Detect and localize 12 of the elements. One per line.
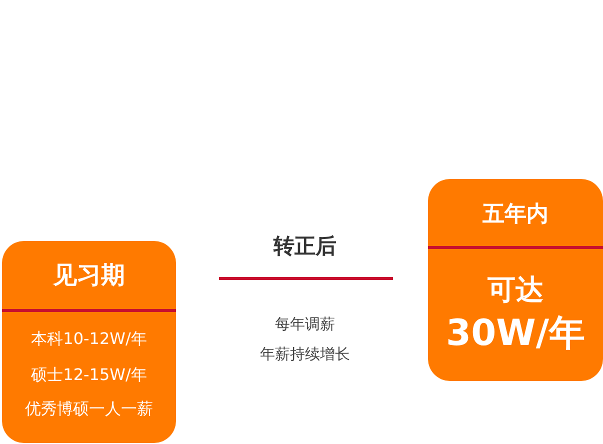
description-text: 每年调薪 <box>274 315 336 334</box>
stage-card <box>428 179 603 381</box>
stage-heading: 见习期 <box>52 260 126 291</box>
stage-card <box>2 241 176 443</box>
description-text: 年薪持续增长 <box>259 345 351 364</box>
stage-heading: 五年内 <box>482 201 550 229</box>
salary-text: 本科10-12W/年 <box>30 329 148 350</box>
salary-text: 优秀博硕一人一薪 <box>24 399 154 420</box>
salary-text: 硕士12-15W/年 <box>30 365 148 386</box>
stage-heading: 转正后 <box>272 233 338 260</box>
salary-text: 30W/年 <box>445 312 586 356</box>
salary-text: 可达 <box>486 272 544 308</box>
